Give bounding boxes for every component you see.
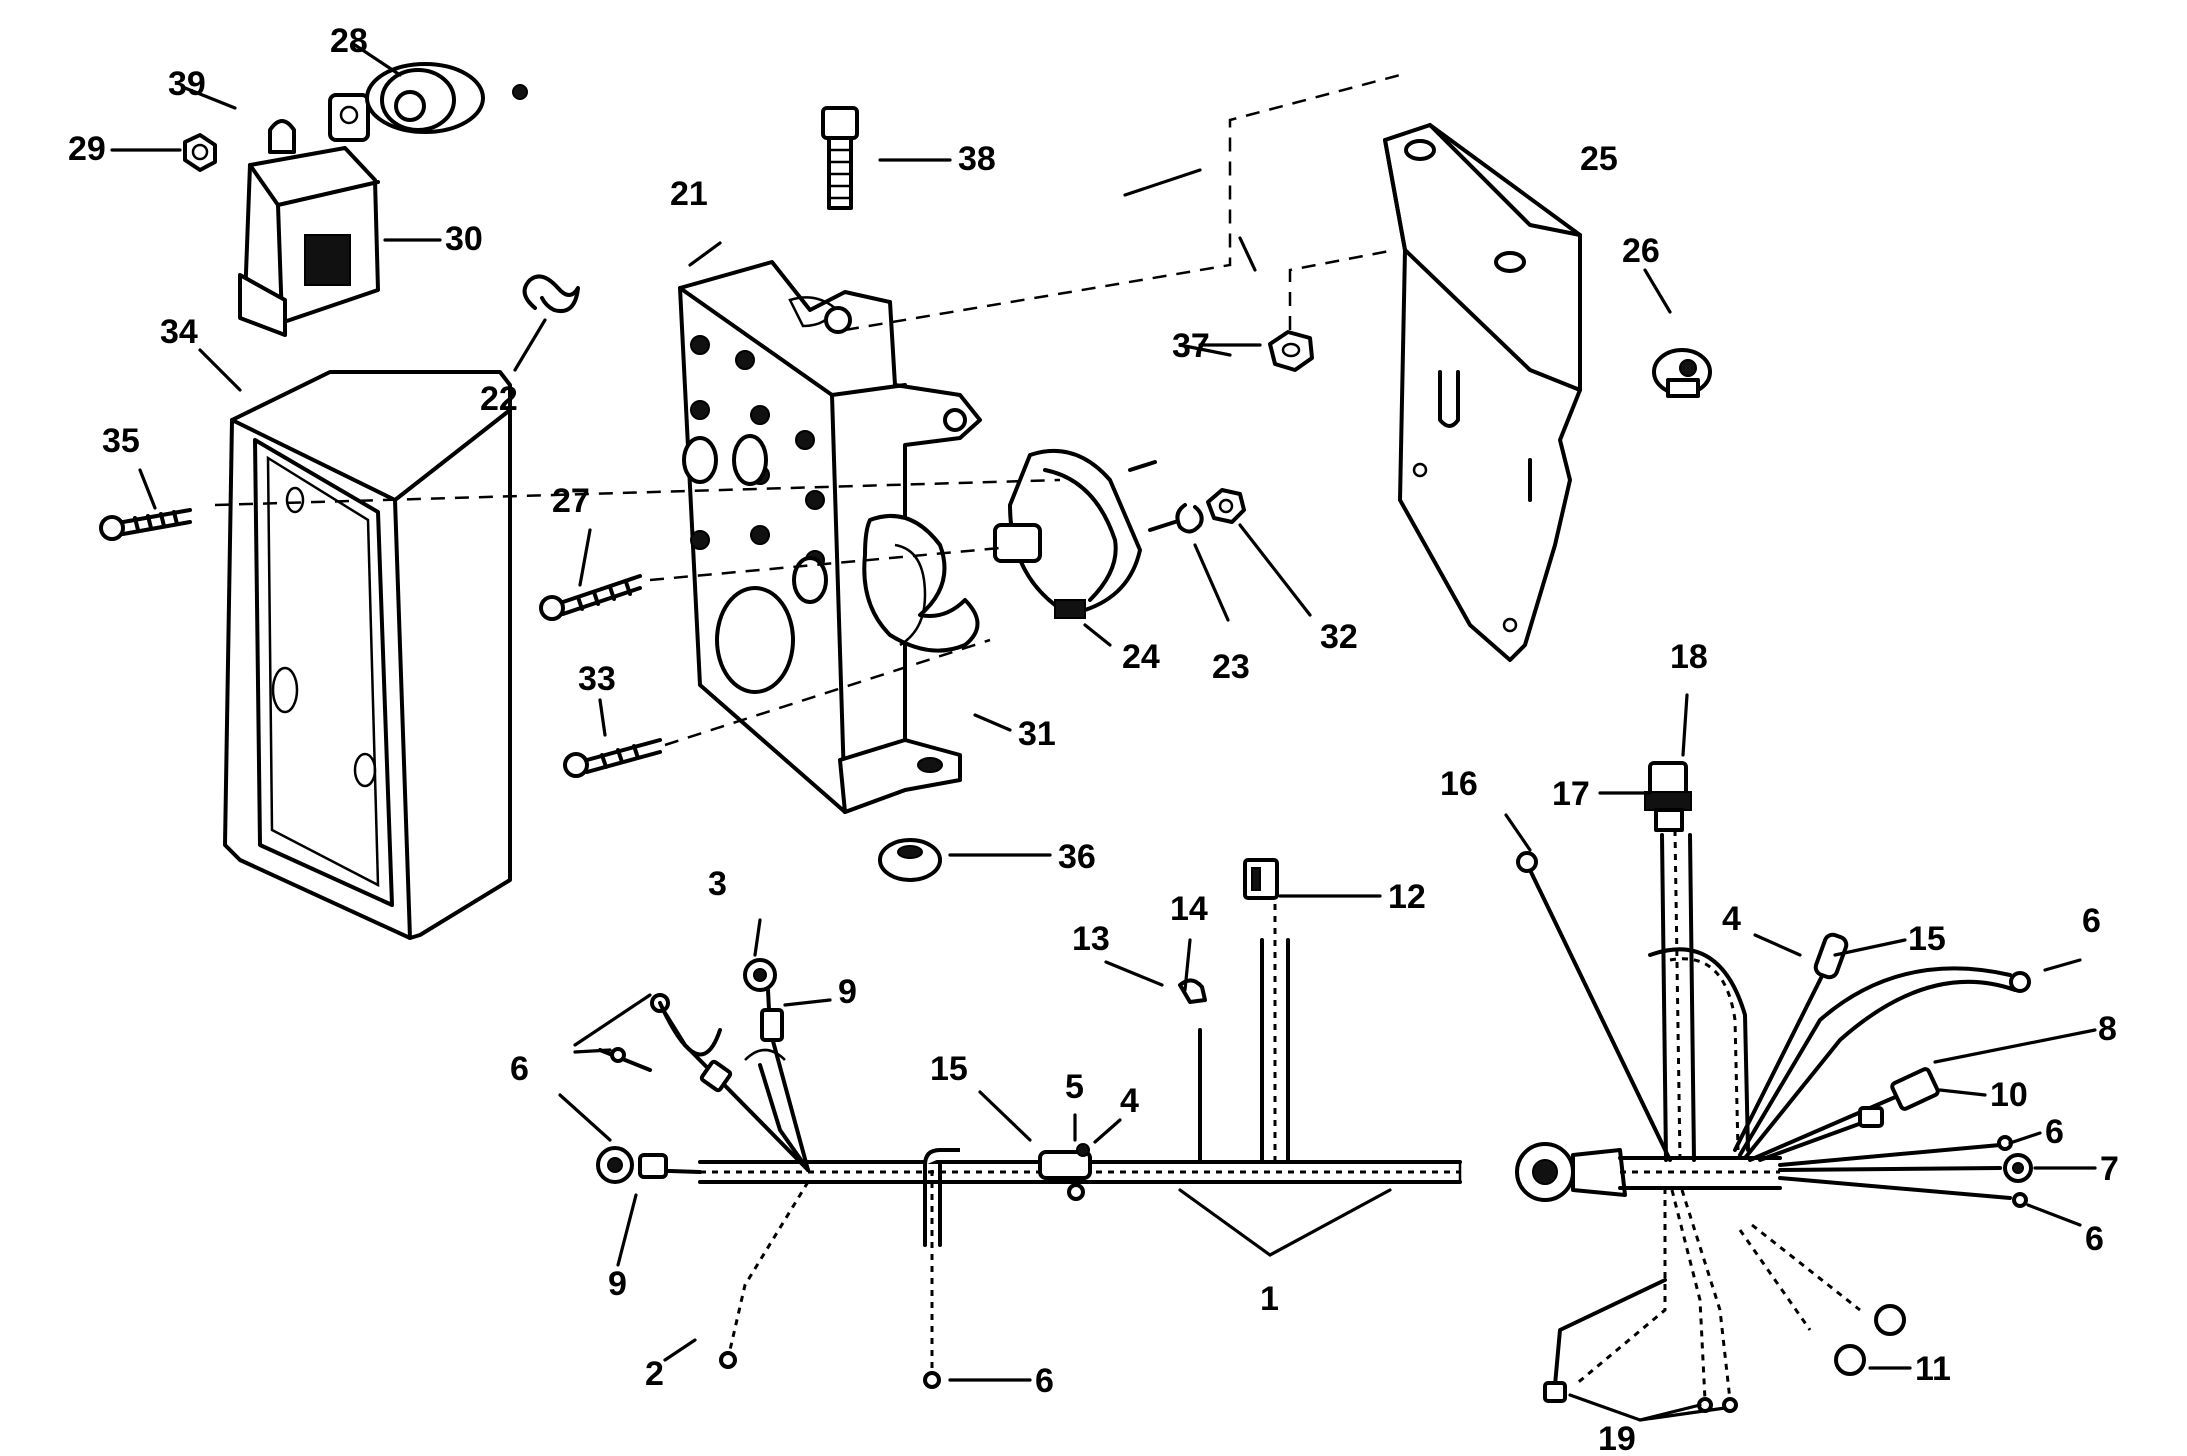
right-wiring-harness xyxy=(1515,829,2033,1413)
callout-2: 2 xyxy=(645,1355,664,1393)
callout-8: 8 xyxy=(2098,1010,2117,1048)
bracket-part xyxy=(1383,123,1582,662)
callout-37: 37 xyxy=(1172,327,1210,365)
callout-7: 7 xyxy=(2100,1150,2119,1188)
solenoid-part xyxy=(238,93,380,337)
callout-30: 30 xyxy=(445,220,483,258)
screw-33-part xyxy=(563,738,662,778)
callout-17: 17 xyxy=(1552,775,1590,813)
callout-5: 5 xyxy=(1065,1068,1084,1106)
clip-part xyxy=(522,274,580,313)
callout-34: 34 xyxy=(160,313,198,351)
callout-6: 6 xyxy=(510,1050,529,1088)
callout-31: 31 xyxy=(1018,715,1056,753)
callout-leader-lines xyxy=(110,43,2097,1422)
screw-27-part xyxy=(539,574,642,621)
mounting-plate-part xyxy=(678,260,982,814)
callout-38: 38 xyxy=(958,140,996,178)
callout-12: 12 xyxy=(1388,878,1426,916)
callout-3: 3 xyxy=(708,865,727,903)
callout-9: 9 xyxy=(838,973,857,1011)
callout-13: 13 xyxy=(1072,920,1110,958)
callout-27: 27 xyxy=(552,482,590,520)
callout-6: 6 xyxy=(2045,1113,2064,1151)
callout-15: 15 xyxy=(930,1050,968,1088)
callout-33: 33 xyxy=(578,660,616,698)
callout-18: 18 xyxy=(1670,638,1708,676)
callout-28: 28 xyxy=(330,22,368,60)
breaker-nut-part xyxy=(1206,488,1246,524)
circuit-breaker-part xyxy=(993,448,1177,619)
callout-39: 39 xyxy=(168,65,206,103)
callout-6: 6 xyxy=(2085,1220,2104,1258)
callout-23: 23 xyxy=(1212,648,1250,686)
callout-25: 25 xyxy=(1580,140,1618,178)
bracket-nut-part xyxy=(1268,330,1314,372)
callout-32: 32 xyxy=(1320,618,1358,656)
callout-10: 10 xyxy=(1990,1076,2028,1114)
callout-4: 4 xyxy=(1722,900,1741,938)
left-wiring-harness xyxy=(596,900,1462,1389)
callout-11: 11 xyxy=(1915,1350,1951,1388)
solenoid-nut-part xyxy=(183,133,217,172)
hose-clamp-part xyxy=(1652,348,1712,398)
callout-22: 22 xyxy=(480,380,518,418)
callout-numbers: 28 39 29 30 34 35 22 21 38 25 37 26 27 3… xyxy=(68,22,2119,1456)
cover-box-part xyxy=(223,370,512,940)
plate-nut-part xyxy=(878,838,942,882)
bolt-part xyxy=(821,106,859,210)
callout-19: 19 xyxy=(1598,1420,1636,1456)
callout-29: 29 xyxy=(68,130,106,168)
callout-35: 35 xyxy=(102,422,140,460)
assembly-guide-lines xyxy=(214,73,1401,747)
plunger-part xyxy=(365,62,528,134)
connector-plug-part xyxy=(1644,761,1692,832)
gasket-part xyxy=(862,513,980,653)
connector-12-part xyxy=(1243,858,1279,900)
callout-9: 9 xyxy=(608,1265,627,1303)
callout-16: 16 xyxy=(1440,765,1478,803)
callout-24: 24 xyxy=(1122,638,1160,676)
cover-screw-part xyxy=(99,508,192,541)
callout-26: 26 xyxy=(1622,232,1660,270)
callout-15: 15 xyxy=(1908,920,1946,958)
lockwasher-part xyxy=(1175,503,1204,534)
callout-4: 4 xyxy=(1120,1082,1139,1120)
callout-14: 14 xyxy=(1170,890,1208,928)
callout-21: 21 xyxy=(670,175,708,213)
callout-6: 6 xyxy=(1035,1362,1054,1400)
callout-6: 6 xyxy=(2082,902,2101,940)
callout-1: 1 xyxy=(1260,1280,1279,1318)
callout-36: 36 xyxy=(1058,838,1096,876)
